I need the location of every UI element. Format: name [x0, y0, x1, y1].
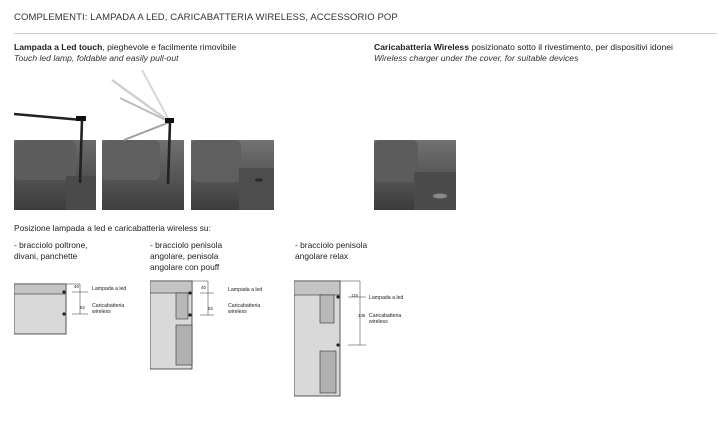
d3-charger-label-2: wireless: [369, 319, 388, 325]
d2-lamp-label: Lampada a led: [228, 287, 263, 293]
page-header: COMPLEMENTI: LAMPADA A LED, CARICABATTER…: [14, 12, 398, 23]
d2-dim-lamp: 40: [201, 285, 206, 290]
header-rule: [14, 33, 717, 34]
d2-charger-label-2: wireless: [228, 309, 247, 315]
d1-lamp-label: Lampada a led: [92, 286, 127, 292]
diagram-chaise-corner: 40 82 Lampada a led Caricabatteria wirel…: [150, 279, 290, 371]
positions-heading: Posizione lampada a led e caricabatteria…: [14, 223, 211, 233]
lamp-title-rest: , pieghevole e facilmente rimovibile: [102, 42, 237, 52]
charger-subtitle: Wireless charger under the cover, for su…: [374, 53, 579, 63]
d3-charger-label-1: Caricabatteria: [369, 313, 402, 319]
d1-charger-label-2: wireless: [92, 309, 111, 315]
d3-lamp-label: Lampada a led: [369, 295, 404, 301]
lamp-photo-stowed: [191, 68, 274, 210]
charger-caption: Caricabatteria Wireless posizionato sott…: [374, 42, 673, 53]
d1-charger-label-1: Caricabatteria: [92, 303, 125, 309]
charger-title-rest: posizionato sotto il rivestimento, per d…: [468, 42, 673, 52]
lamp-photo-extended: [14, 68, 96, 210]
charger-photo: [374, 68, 456, 210]
d2-dim-charger: 82: [208, 306, 213, 311]
col3-label: - bracciolo penisola angolare relax: [295, 240, 368, 261]
lamp-caption: Lampada a Led touch, pieghevole e facilm…: [14, 42, 236, 53]
d2-charger-label-1: Caricabatteria: [228, 303, 261, 309]
col1-label: - bracciolo poltrone, divani, panchette: [14, 240, 88, 261]
d1-dim-lamp: 40: [74, 284, 79, 289]
lamp-photo-folding: [102, 68, 184, 210]
d1-dim-charger: 82: [80, 305, 85, 310]
diagram-relax-corner: 115 135 Lampada a led Caricabatteria wir…: [294, 279, 444, 399]
diagram-armrest-sofa: 40 82 Lampada a led Caricabatteria wirel…: [14, 276, 144, 336]
col2-label: - bracciolo penisola angolare, penisola …: [150, 240, 223, 272]
d3-dim-lamp: 115: [351, 293, 358, 298]
charger-title-bold: Caricabatteria Wireless: [374, 42, 469, 52]
d3-dim-charger: 135: [358, 313, 366, 318]
lamp-subtitle: Touch led lamp, foldable and easily pull…: [14, 53, 179, 63]
lamp-title-bold: Lampada a Led touch: [14, 42, 103, 52]
